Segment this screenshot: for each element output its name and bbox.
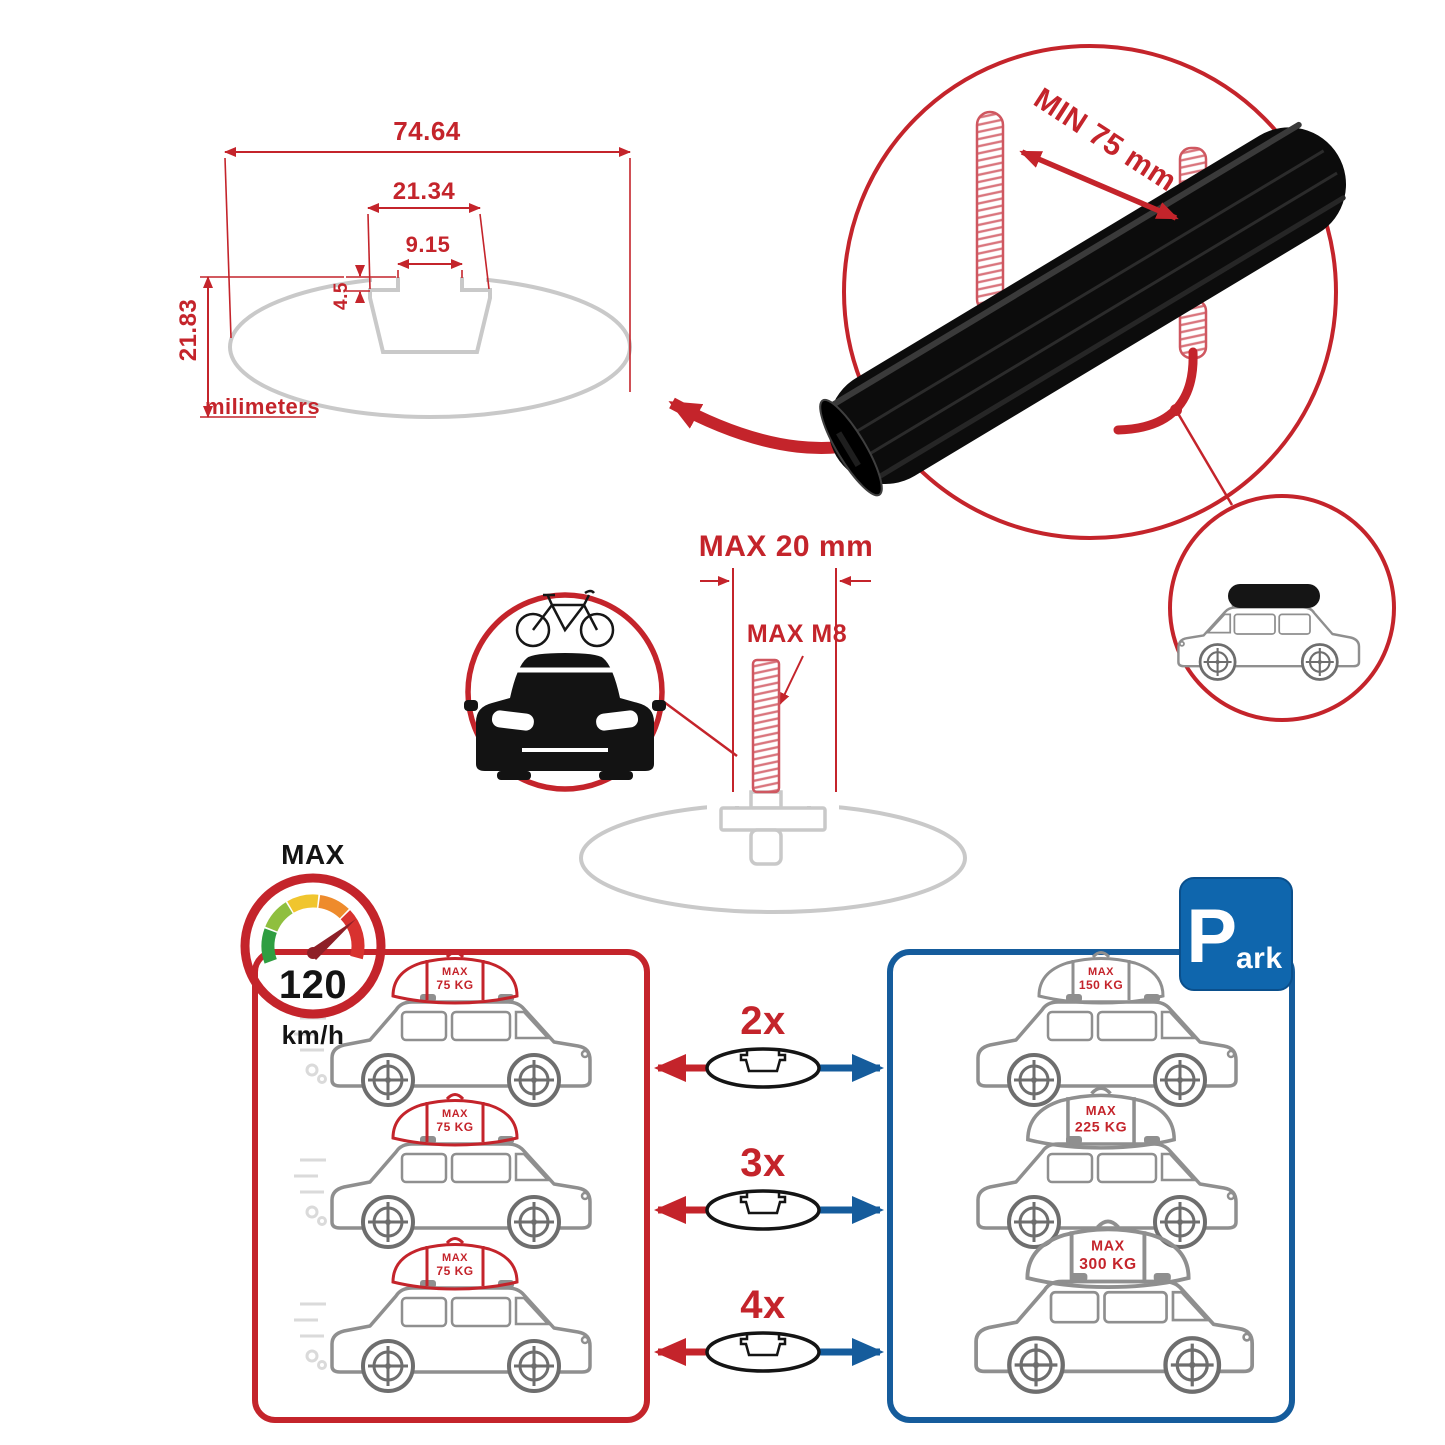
crossbar-profile-icon	[705, 1331, 821, 1373]
clamp-rod-left-icon	[975, 110, 1005, 314]
bolt-shank-ghost	[749, 828, 783, 866]
capacity-car-right-1: MAX 150 KG	[978, 951, 1236, 1106]
min-span-arrow	[1019, 149, 1179, 221]
bolt-pointer-arrow	[779, 655, 804, 705]
roofbox-suv-circle	[1168, 494, 1396, 722]
speedometer: MAX 120 km/h	[240, 839, 386, 1050]
crossbar-profile-icon	[705, 1047, 821, 1089]
threaded-bolt-icon	[751, 658, 781, 794]
cargo-label-kg: 75 KG	[436, 1120, 473, 1134]
capacity-car-right-3: MAX 300 KG	[976, 1219, 1252, 1391]
bolt-max-thread-label: MAX M8	[747, 620, 847, 648]
dim-total-width: 74.64	[393, 116, 461, 146]
multiplier-label: 4x	[740, 1283, 786, 1327]
bolt-neck	[749, 790, 783, 810]
bike-car-circle	[464, 589, 738, 792]
cargo-label-kg: 150 KG	[1079, 978, 1123, 992]
leader-line-to-suv	[1174, 409, 1234, 506]
dim-slot-inner: 9.15	[406, 232, 451, 257]
speed-value: 120	[279, 963, 347, 1007]
cargo-label-max: MAX	[1088, 966, 1114, 978]
min-span-label: MIN 75 mm	[1028, 82, 1183, 198]
multiplier-rows: 2x 3x 4x	[654, 999, 884, 1373]
blue-capacity-box: MAX 150 KG MAX 225 KG MAX 300 KG	[887, 949, 1295, 1423]
dim-slot-outer: 21.34	[393, 178, 456, 205]
multiplier-label: 3x	[740, 1141, 786, 1185]
capacity-car-left-1: MAX 75 KG	[294, 951, 590, 1106]
red-capacity-box: MAX 75 KG MAX 75 KG MAX 75 KG	[252, 949, 650, 1423]
bike-icon	[515, 589, 615, 648]
speed-unit: km/h	[282, 1020, 345, 1050]
cargo-label-max: MAX	[1086, 1103, 1117, 1118]
cargo-label-kg: 75 KG	[436, 1264, 473, 1278]
cargo-label-max: MAX	[442, 1108, 468, 1120]
roofbox-icon	[1228, 584, 1320, 608]
multiplier-label: 2x	[740, 999, 786, 1043]
profile-dimension-diagram: 74.64 21.34 9.15 4.5 21.83 milimeters	[175, 116, 632, 419]
suv-icon	[1178, 602, 1359, 680]
dim-total-height: 21.83	[175, 299, 202, 362]
cargo-label-kg: 75 KG	[436, 978, 473, 992]
park-sign: P ark	[1179, 877, 1293, 991]
t-slot-profile	[368, 277, 492, 354]
bolt-max-length-label: MAX 20 mm	[699, 530, 874, 563]
crossbar-profile-icon	[705, 1189, 821, 1231]
speed-max-label: MAX	[281, 839, 345, 870]
bolt-diagram: MAX 20 mm MAX M8	[579, 530, 967, 914]
cargo-label-max: MAX	[1091, 1239, 1125, 1255]
cargo-label-kg: 225 KG	[1075, 1119, 1127, 1135]
bolt-head	[719, 806, 827, 832]
speedometer-needle	[308, 919, 356, 960]
cargo-label-kg: 300 KG	[1079, 1256, 1137, 1273]
park-sign-text: ark	[1236, 942, 1283, 975]
cargo-label-max: MAX	[442, 1252, 468, 1264]
capacity-car-left-3: MAX 75 KG	[294, 1237, 590, 1392]
capacity-car-left-2: MAX 75 KG	[294, 1093, 590, 1248]
capacity-car-right-2: MAX 225 KG	[978, 1086, 1236, 1247]
units-label: milimeters	[205, 394, 320, 419]
car-front-icon	[464, 653, 666, 780]
cargo-label-max: MAX	[442, 966, 468, 978]
park-sign-p: P	[1186, 894, 1237, 979]
dim-slot-depth: 4.5	[331, 282, 352, 310]
leader-line-to-bolt	[663, 700, 738, 758]
